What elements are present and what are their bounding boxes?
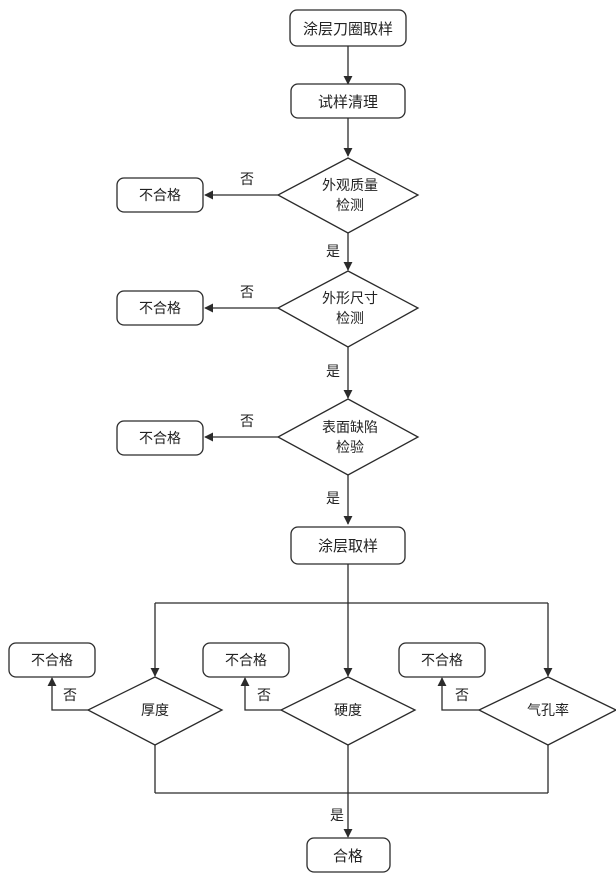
thickness-label: 厚度 bbox=[141, 703, 169, 719]
edge-porosity-fail bbox=[437, 677, 479, 711]
fail-node-4 bbox=[8, 642, 96, 678]
connectors bbox=[47, 46, 553, 838]
no-label-2: 否 bbox=[240, 285, 254, 301]
clean-label: 试样清理 bbox=[318, 93, 378, 111]
check3-diamond bbox=[276, 398, 420, 476]
check3-label-1: 表面缺陷 bbox=[322, 420, 378, 436]
fail-label-2: 不合格 bbox=[139, 301, 181, 317]
check2-label-1: 外形尺寸 bbox=[322, 291, 378, 307]
no-label-6: 否 bbox=[455, 688, 469, 704]
hardness-label: 硬度 bbox=[334, 703, 362, 719]
pass-label: 合格 bbox=[333, 847, 363, 865]
check1-label-1: 外观质量 bbox=[322, 178, 378, 194]
no-label-4: 否 bbox=[63, 688, 77, 704]
fail-node-5 bbox=[202, 642, 290, 678]
porosity-diamond bbox=[477, 676, 616, 746]
check2-label-2: 检测 bbox=[336, 311, 364, 327]
edge-hardness-fail bbox=[240, 677, 281, 711]
fail-label-4: 不合格 bbox=[31, 653, 73, 669]
edge-thickness-fail bbox=[47, 677, 88, 711]
check1-label-2: 检测 bbox=[336, 198, 364, 214]
pass-node bbox=[306, 837, 391, 873]
yes-label-1: 是 bbox=[326, 244, 340, 260]
check3-label-2: 检验 bbox=[336, 440, 364, 456]
fail-label-1: 不合格 bbox=[139, 188, 181, 204]
check1-diamond bbox=[276, 157, 420, 234]
hardness-diamond bbox=[279, 676, 417, 746]
coating-node bbox=[290, 526, 406, 565]
fail-label-6: 不合格 bbox=[421, 653, 463, 669]
yes-label-2: 是 bbox=[326, 364, 340, 380]
clean-node bbox=[290, 83, 406, 119]
porosity-label: 气孔率 bbox=[527, 702, 569, 719]
fail-node-2 bbox=[116, 290, 204, 326]
start-label: 涂层刀圈取样 bbox=[303, 20, 393, 38]
fail-label-5: 不合格 bbox=[225, 653, 267, 669]
yes-label-3: 是 bbox=[326, 491, 340, 507]
fail-node-3 bbox=[116, 420, 204, 456]
coating-label: 涂层取样 bbox=[318, 537, 378, 555]
start-node bbox=[289, 9, 407, 47]
yes-label-4: 是 bbox=[330, 808, 344, 824]
no-label-5: 否 bbox=[257, 688, 271, 704]
fail-node-1 bbox=[116, 177, 204, 213]
no-label-3: 否 bbox=[240, 414, 254, 430]
no-label-1: 否 bbox=[240, 172, 254, 188]
fail-label-3: 不合格 bbox=[139, 431, 181, 447]
thickness-diamond bbox=[86, 676, 224, 746]
fail-node-6 bbox=[398, 642, 486, 678]
check2-diamond bbox=[276, 270, 420, 348]
